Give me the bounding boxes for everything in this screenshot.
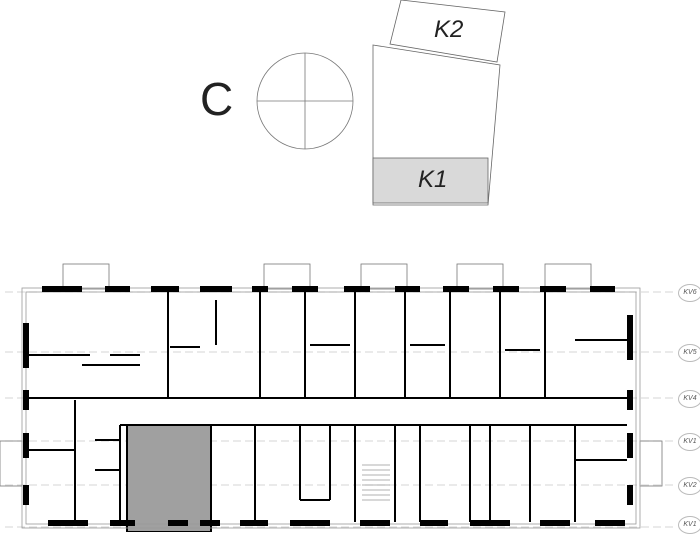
key-plan <box>372 0 506 206</box>
axis-label: KV1 <box>678 433 700 451</box>
axis-label: KV6 <box>678 284 700 302</box>
north-label: С <box>200 73 234 125</box>
wall-piers <box>23 286 633 526</box>
balconies <box>0 263 663 487</box>
selected-apartment[interactable] <box>126 424 212 532</box>
axis-label: KV4 <box>678 390 700 408</box>
stair-icon <box>362 464 390 501</box>
key-section-k1-label: K1 <box>418 166 448 193</box>
key-section-k1[interactable] <box>372 157 489 204</box>
compass-icon <box>256 52 354 150</box>
axis-label: KV2 <box>678 477 700 495</box>
interior-walls <box>29 292 627 522</box>
axis-label: KV1 <box>678 516 700 534</box>
axis-lines <box>5 291 677 528</box>
key-section-k2-label: K2 <box>434 16 464 43</box>
axis-label: KV5 <box>678 344 700 362</box>
